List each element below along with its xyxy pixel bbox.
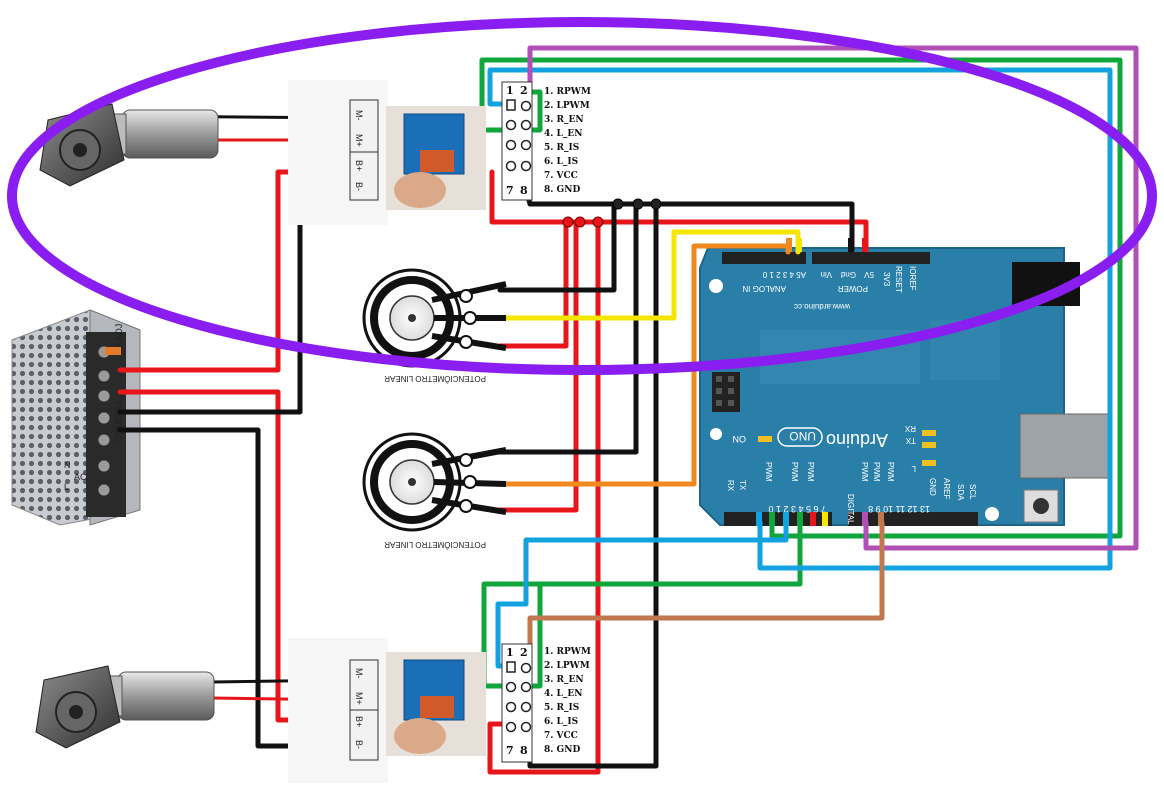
driver1-term-bminus: B- <box>354 182 364 191</box>
wire-black-gnd-pot2 <box>497 201 639 455</box>
driver1-pin-5: 5. R_IS <box>544 143 579 153</box>
ps-label-l: L <box>64 482 69 492</box>
potentiometer-top: POTENCIÔMETRO LINEAR <box>362 268 507 383</box>
arduino-gnd: GND <box>928 478 937 496</box>
splice-markers <box>562 198 662 228</box>
motor-driver-top: M- M+ B+ B- 1 2 7 8 1. RPWM 2. LPWM 3. R… <box>288 80 591 225</box>
driver2-header-2: 2 <box>520 646 528 659</box>
driver1-header-1: 1 <box>506 84 514 97</box>
arduino-sda: SDA <box>956 484 965 501</box>
wire-blue-driver2-rpwm <box>495 519 789 669</box>
wire-red-5v-pot1 <box>497 219 569 349</box>
arduino-brand: Arduino <box>826 430 888 450</box>
driver2-pin-1: 1. RPWM <box>544 647 591 657</box>
arduino-uno-board: ANALOG IN A5 4 3 2 1 0 POWER Vin Gnd 5V … <box>699 247 1109 526</box>
arduino-pwm-5: PWM <box>872 462 881 482</box>
arduino-on-label: ON <box>733 434 747 444</box>
arduino-l-label: L <box>911 464 916 473</box>
driver2-header-1: 1 <box>506 646 514 659</box>
driver2-term-bminus: B- <box>354 740 364 749</box>
power-supply: +V ADJ +V +V COM COM N L AC <box>11 309 141 526</box>
wire-brown-driver2-lpwm <box>519 519 885 669</box>
driver1-pin-8: 8. GND <box>544 185 580 195</box>
ps-label-adj: +V ADJ <box>114 324 124 354</box>
arduino-pin-vin: Vin <box>821 270 832 279</box>
arduino-pwm-4: PWM <box>860 462 869 482</box>
arduino-uno-label: UNO <box>789 429 816 443</box>
wire-red-5v-driver2 <box>487 219 601 775</box>
driver1-term-mminus: M- <box>354 110 364 121</box>
wire-green-driver2-en <box>481 519 803 689</box>
arduino-pwm-2: PWM <box>790 462 799 482</box>
highlight-ellipse <box>7 17 1157 375</box>
wire-black-gnd-bus <box>519 169 855 253</box>
motor-driver-bottom: M- M+ B+ B- 1 2 7 8 1. RPWM 2. LPWM 3. R… <box>288 638 591 783</box>
dc-gear-motor-bottom <box>35 665 215 749</box>
driver1-pin-1: 1. RPWM <box>544 87 591 97</box>
driver1-pin-7: 7. VCC <box>544 171 578 181</box>
arduino-pin-plugs <box>756 238 884 526</box>
driver2-header-7: 7 <box>506 744 514 757</box>
arduino-pwm-1: PWM <box>764 462 773 482</box>
arduino-digital-label: DIGITAL <box>846 494 855 525</box>
driver1-pin-3: 3. R_EN <box>544 115 584 125</box>
arduino-pwm-6: PWM <box>886 462 895 482</box>
arduino-pin-5v: 5V <box>864 270 874 279</box>
wire-blue-driver1-rpwm <box>487 67 1113 571</box>
arduino-rx-label: RX <box>904 424 916 433</box>
arduino-rx-pin-label: RX <box>726 480 735 492</box>
arduino-tx-label: TX <box>905 436 916 445</box>
arduino-tx-pin-label: TX <box>738 480 747 491</box>
driver1-pin-4: 4. L_EN <box>544 129 582 139</box>
arduino-aref: AREF <box>942 478 951 499</box>
potentiometer-bottom: POTENCIÔMETRO LINEAR <box>362 432 507 549</box>
driver1-header-2: 2 <box>520 84 528 97</box>
arduino-analog-pins: A5 4 3 2 1 0 <box>762 270 806 279</box>
driver1-term-bplus: B+ <box>354 160 364 171</box>
driver1-header-7: 7 <box>506 184 514 197</box>
ps-label-ac: AC <box>74 472 87 482</box>
driver2-term-mplus: M+ <box>354 692 364 705</box>
potentiometer-top-caption: POTENCIÔMETRO LINEAR <box>384 374 486 383</box>
arduino-digital-pins-high: 13 12 11 10 9 8 <box>868 504 930 514</box>
wire-black-gnd-pot1 <box>497 201 617 293</box>
driver2-pin-4: 4. L_EN <box>544 689 582 699</box>
driver1-pin-6: 6. L_IS <box>544 157 578 167</box>
potentiometer-bottom-caption: POTENCIÔMETRO LINEAR <box>384 540 486 549</box>
arduino-scl: SCL <box>968 484 977 500</box>
driver2-pin-7: 7. VCC <box>544 731 578 741</box>
arduino-pin-gnd1: Gnd <box>841 270 856 279</box>
driver1-term-mplus: M+ <box>354 134 364 147</box>
driver1-pin-2: 2. LPWM <box>544 101 590 111</box>
driver1-header-8: 8 <box>520 184 528 197</box>
driver2-pin-6: 6. L_IS <box>544 717 578 727</box>
driver2-pin-3: 3. R_EN <box>544 675 584 685</box>
arduino-digital-pins-low: 7 6 5 4 3 2 1 0 <box>768 504 826 514</box>
driver2-pin-8: 8. GND <box>544 745 580 755</box>
driver2-pin-5: 5. R_IS <box>544 703 579 713</box>
arduino-analog-label: ANALOG IN <box>742 284 786 293</box>
driver2-term-mminus: M- <box>354 668 364 679</box>
arduino-pin-reset: RESET <box>894 266 903 293</box>
driver2-pin-2: 2. LPWM <box>544 661 590 671</box>
arduino-pin-ioref: IOREF <box>908 266 917 291</box>
arduino-power-label: POWER <box>838 284 868 293</box>
driver2-header-8: 8 <box>520 744 528 757</box>
arduino-pin-3v3: 3V3 <box>882 272 891 287</box>
driver2-term-bplus: B+ <box>354 716 364 727</box>
ps-label-n: N <box>64 460 71 470</box>
arduino-url: www.arduino.cc <box>794 302 851 311</box>
arduino-pwm-3: PWM <box>806 462 815 482</box>
